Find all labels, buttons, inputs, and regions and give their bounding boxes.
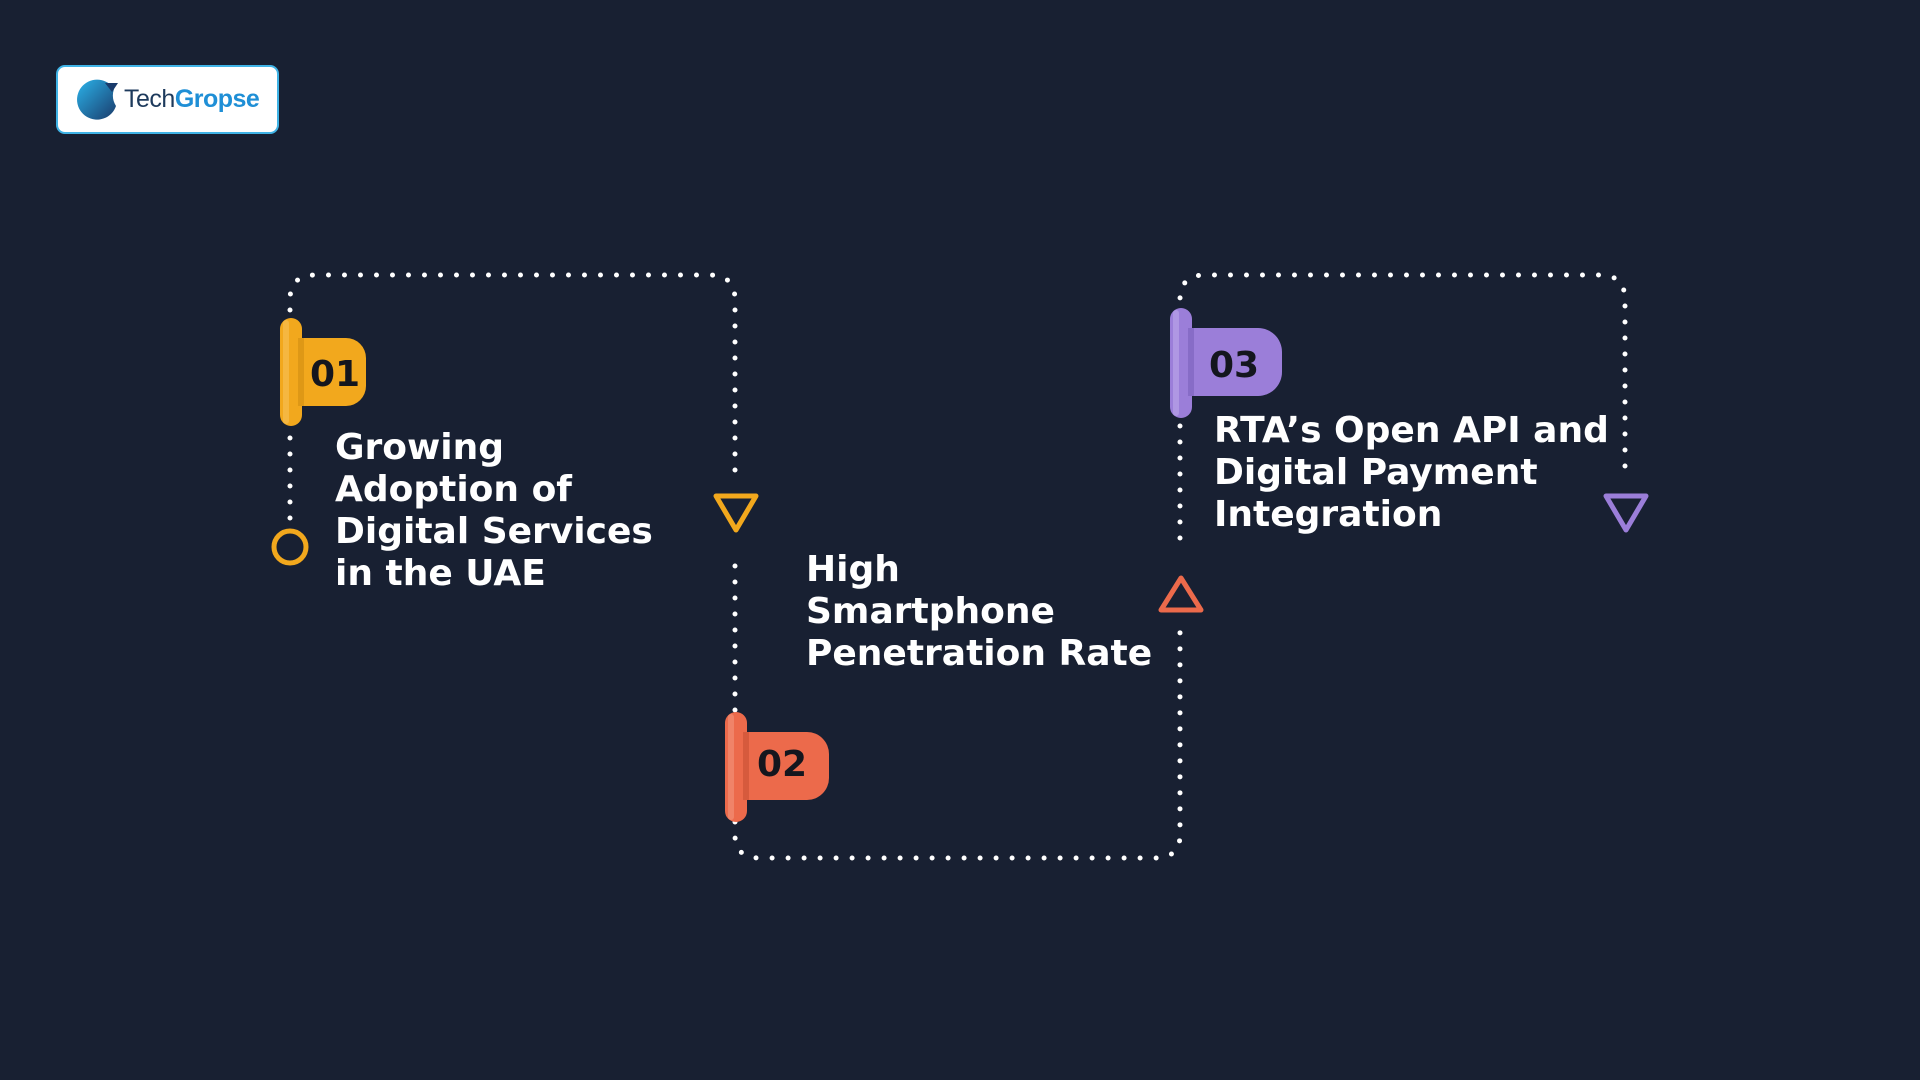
step-flag-03: 03 [1170, 308, 1282, 418]
arrow-up-icon [1158, 575, 1204, 613]
path-segment-3 [1177, 272, 1628, 541]
arrow-down-icon [713, 493, 759, 533]
step-title-line: RTA’s Open API and [1214, 410, 1609, 451]
step-title-02: High Smartphone Penetration Rate [806, 549, 1152, 675]
brand-logo: TechGropse [56, 65, 279, 134]
step-title-line: Growing [335, 427, 505, 468]
arrow-down-icon [1603, 493, 1649, 533]
brand-g-icon [77, 79, 118, 120]
brand-name-part1: Tech [124, 85, 175, 113]
step-flag-02: 02 [725, 712, 829, 822]
step-number: 03 [1209, 345, 1259, 386]
dotted-path [287, 272, 1628, 861]
step-title-line: Digital Payment [1214, 452, 1538, 493]
step-number: 02 [757, 744, 807, 785]
step-title-line: Integration [1214, 494, 1443, 535]
step-title-line: Smartphone [806, 591, 1055, 632]
step-title-03: RTA’s Open API and Digital Payment Integ… [1214, 410, 1609, 536]
step-title-line: Penetration Rate [806, 633, 1153, 674]
step-number: 01 [310, 354, 360, 395]
step-title-line: Adoption of [335, 469, 572, 510]
step-title-line: High [806, 549, 900, 590]
step-title-line: in the UAE [335, 553, 546, 594]
start-circle-icon [271, 528, 309, 566]
brand-name-part2: Gropse [174, 85, 260, 113]
step-title-01: Growing Adoption of Digital Services in … [335, 427, 653, 595]
step-title-line: Digital Services [335, 511, 653, 552]
brand-name: TechGropse [124, 85, 260, 114]
step-flag-01: 01 [280, 318, 366, 426]
